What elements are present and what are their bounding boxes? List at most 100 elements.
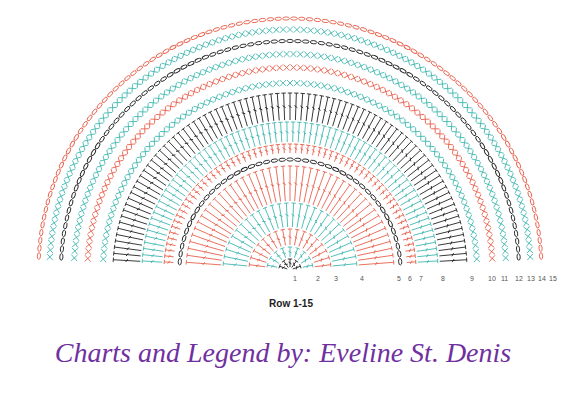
single-crochet-symbol <box>83 136 91 144</box>
single-crochet-symbol <box>249 54 256 61</box>
double-crochet-symbol <box>297 122 301 142</box>
single-crochet-symbol <box>165 123 173 131</box>
chain-symbol <box>514 230 518 237</box>
single-crochet-symbol <box>468 109 476 117</box>
double-crochet-symbol <box>393 207 402 213</box>
chain-symbol <box>322 19 329 23</box>
double-crochet-symbol <box>416 240 436 246</box>
double-crochet-symbol <box>270 145 274 154</box>
single-crochet-symbol <box>394 94 402 102</box>
double-crochet-symbol <box>376 183 384 191</box>
double-crochet-symbol <box>358 111 372 136</box>
double-crochet-symbol <box>240 223 259 241</box>
single-crochet-symbol <box>137 153 145 161</box>
double-crochet-symbol <box>345 136 356 155</box>
chain-symbol <box>130 70 137 77</box>
double-crochet-symbol <box>439 245 466 251</box>
double-crochet-symbol <box>278 122 282 142</box>
double-crochet-symbol <box>440 258 467 263</box>
single-crochet-symbol <box>242 55 249 62</box>
single-crochet-symbol <box>351 60 359 68</box>
single-crochet-symbol <box>51 219 58 226</box>
single-crochet-symbol <box>474 256 480 262</box>
chain-symbol <box>516 246 520 253</box>
double-crochet-symbol <box>360 145 373 163</box>
single-crochet-symbol <box>111 201 119 209</box>
chain-symbol <box>371 54 378 59</box>
double-crochet-symbol <box>151 216 170 225</box>
double-crochet-symbol <box>329 241 352 253</box>
chain-symbol <box>220 25 227 30</box>
single-crochet-symbol <box>488 248 495 255</box>
double-crochet-symbol <box>388 173 405 188</box>
double-crochet-symbol <box>306 207 317 230</box>
chain-symbol <box>511 214 516 221</box>
chain-symbol <box>391 227 396 234</box>
chain-symbol <box>345 23 352 28</box>
chain-symbol <box>227 174 234 180</box>
double-crochet-symbol <box>403 199 422 210</box>
chain-symbol <box>515 238 519 245</box>
chain-symbol <box>333 44 340 48</box>
single-crochet-symbol <box>412 90 420 98</box>
single-crochet-symbol <box>445 140 453 148</box>
single-crochet-symbol <box>119 182 127 190</box>
double-crochet-symbol <box>404 153 426 172</box>
double-crochet-symbol <box>327 98 336 125</box>
chain-symbol <box>187 220 193 227</box>
double-crochet-symbol <box>214 167 221 176</box>
double-crochet-symbol <box>390 202 399 209</box>
double-crochet-symbol <box>438 239 465 246</box>
single-crochet-symbol <box>446 170 454 178</box>
single-crochet-symbol <box>464 144 472 152</box>
chain-symbol <box>251 19 258 23</box>
chain-symbol <box>470 129 477 136</box>
single-crochet-symbol <box>436 130 444 138</box>
double-crochet-symbol <box>367 117 383 141</box>
single-crochet-symbol <box>199 42 207 50</box>
double-crochet-symbol <box>281 93 285 120</box>
double-crochet-symbol <box>317 95 324 122</box>
double-crochet-symbol <box>381 164 397 180</box>
single-crochet-symbol <box>123 146 131 154</box>
single-crochet-symbol <box>417 132 425 140</box>
single-crochet-symbol <box>196 70 204 78</box>
chain-symbol <box>247 42 254 46</box>
single-crochet-symbol <box>354 36 361 43</box>
chain-symbol <box>176 41 183 47</box>
double-crochet-symbol <box>322 177 340 209</box>
double-crochet-symbol <box>401 193 419 205</box>
single-crochet-symbol <box>54 206 61 213</box>
single-crochet-symbol <box>52 213 59 220</box>
chain-symbol <box>477 102 484 109</box>
row-number: 14 <box>538 275 546 282</box>
double-crochet-symbol <box>410 216 429 225</box>
double-crochet-symbol <box>153 210 172 220</box>
chain-symbol <box>279 39 286 42</box>
single-crochet-symbol <box>218 36 225 43</box>
single-crochet-symbol <box>131 135 139 143</box>
double-crochet-symbol <box>175 173 192 188</box>
double-crochet-symbol <box>275 93 280 120</box>
single-crochet-symbol <box>384 107 392 115</box>
single-crochet-symbol <box>392 50 400 58</box>
chain-symbol <box>129 100 136 107</box>
single-crochet-symbol <box>129 164 137 172</box>
chain-symbol <box>69 140 75 147</box>
single-crochet-symbol <box>222 74 230 82</box>
chain-symbol <box>191 35 198 40</box>
single-crochet-symbol <box>144 103 152 111</box>
single-crochet-symbol <box>410 106 418 114</box>
chain-symbol <box>475 136 481 143</box>
chain-symbol <box>118 80 125 87</box>
row-number: 8 <box>441 275 445 282</box>
single-crochet-symbol <box>277 65 283 71</box>
double-crochet-symbol <box>114 251 141 256</box>
single-crochet-symbol <box>484 221 491 228</box>
single-crochet-symbol <box>284 51 290 57</box>
double-crochet-symbol <box>314 124 320 144</box>
single-crochet-symbol <box>252 83 259 90</box>
chain-symbol <box>512 222 516 229</box>
double-crochet-symbol <box>395 183 413 196</box>
single-crochet-symbol <box>245 84 252 91</box>
